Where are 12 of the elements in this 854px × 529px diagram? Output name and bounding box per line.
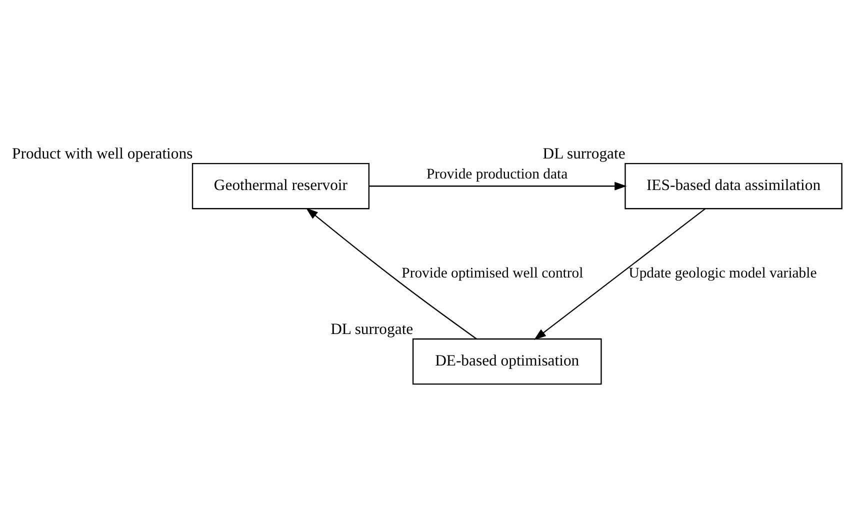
node-label: DL surrogate — [330, 320, 414, 338]
arrow — [534, 208, 706, 340]
node-box: Geothermal reservoir — [192, 162, 370, 209]
arrow — [306, 207, 477, 339]
edge-label: Provide production data — [426, 166, 568, 182]
node-label: Product with well operations — [12, 144, 193, 162]
node-box: DE-based optimisation — [412, 338, 602, 384]
edge-label: Provide optimised well control — [402, 264, 584, 281]
node-label: DL surrogate — [542, 144, 626, 162]
arrow — [369, 181, 627, 190]
edge-label: Update geologic model variable — [628, 264, 817, 281]
node-box: IES-based data assimilation — [624, 162, 842, 209]
